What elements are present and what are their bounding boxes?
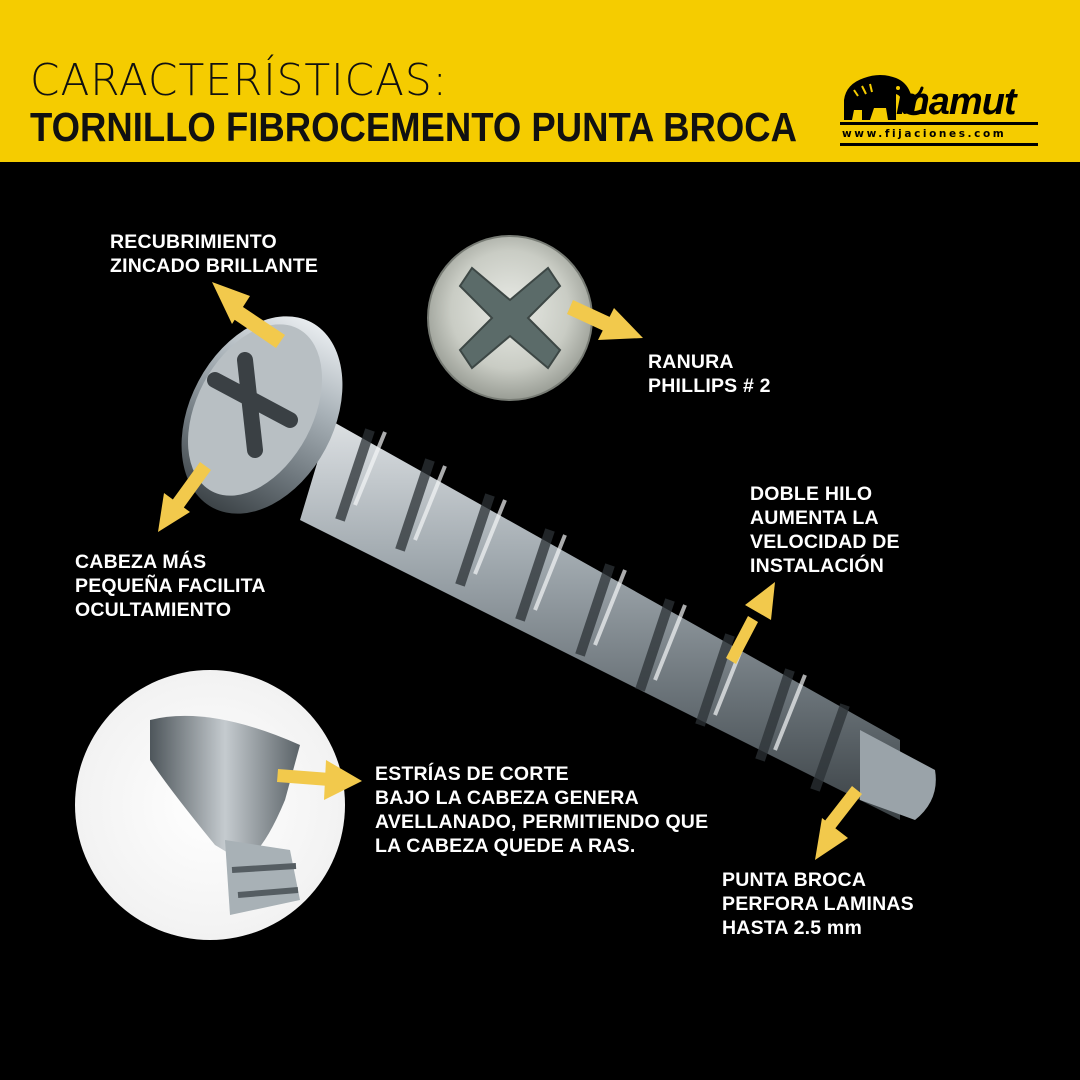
arrow-doble-hilo bbox=[726, 582, 775, 664]
label-doble-hilo: DOBLE HILO AUMENTA LA VELOCIDAD DE INSTA… bbox=[750, 483, 900, 577]
label-ranura: RANURA PHILLIPS # 2 bbox=[648, 351, 771, 397]
brand-url: www.fijaciones.com bbox=[842, 128, 1007, 140]
logo-rule bbox=[840, 122, 1038, 125]
arrow-cabeza bbox=[158, 462, 211, 532]
page-title: CARACTERÍSTICAS: bbox=[30, 55, 448, 106]
arrow-estrias bbox=[277, 760, 362, 800]
phillips-head-image bbox=[427, 235, 593, 401]
label-cabeza: CABEZA MÁS PEQUEÑA FACILITA OCULTAMIENTO bbox=[75, 551, 266, 621]
screw-image bbox=[181, 316, 936, 820]
logo-rule-bottom bbox=[840, 143, 1038, 146]
product-photo bbox=[75, 235, 936, 940]
mammoth-icon bbox=[844, 75, 926, 120]
label-recubrimiento: RECUBRIMIENTO ZINCADO BRILLANTE bbox=[110, 231, 319, 277]
arrow-punta bbox=[815, 786, 862, 860]
page-subtitle: TORNILLO FIBROCEMENTO PUNTA BROCA bbox=[30, 104, 797, 150]
header-banner: CARACTERÍSTICAS: TORNILLO FIBROCEMENTO P… bbox=[0, 0, 1080, 162]
arrow-ranura bbox=[567, 300, 643, 340]
brand-name: mamut bbox=[896, 81, 1017, 123]
label-estrias: ESTRÍAS DE CORTE BAJO LA CABEZA GENERA A… bbox=[375, 763, 709, 857]
brand-logo: mamut www.fijaciones.com bbox=[838, 66, 1042, 148]
arrows bbox=[158, 282, 862, 860]
label-punta: PUNTA BROCA PERFORA LAMINAS HASTA 2.5 mm bbox=[722, 869, 914, 939]
zoom-detail-image bbox=[75, 670, 345, 940]
arrow-recubrimiento bbox=[212, 282, 285, 348]
